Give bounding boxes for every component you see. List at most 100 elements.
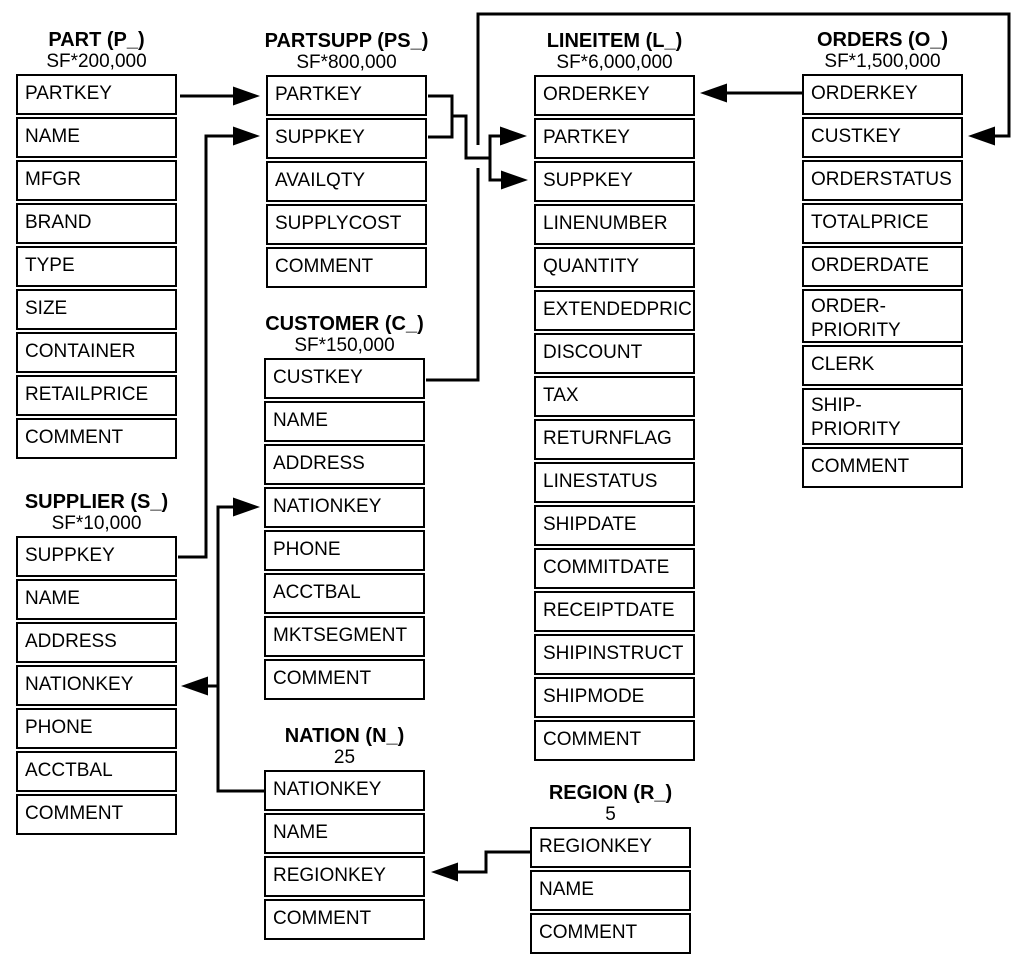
connector-orders-orderkey-to-lineitem-orderkey-arrowhead bbox=[700, 83, 727, 103]
lineitem-field-partkey: PARTKEY bbox=[534, 118, 695, 159]
orders-field-comment: COMMENT bbox=[802, 447, 963, 488]
lineitem-cardinality: SF*6,000,000 bbox=[556, 52, 673, 73]
customer-cardinality: SF*150,000 bbox=[294, 335, 395, 356]
orders-field-order-priority: ORDER- PRIORITY bbox=[802, 289, 963, 343]
supplier-field-phone: PHONE bbox=[16, 708, 177, 749]
part-field-comment: COMMENT bbox=[16, 418, 177, 459]
connector-supplier-suppkey-to-partsupp-suppkey-arrowhead bbox=[233, 126, 260, 146]
orders-title: ORDERS (O_)SF*1,500,000 bbox=[777, 29, 988, 73]
lineitem-field-shipmode: SHIPMODE bbox=[534, 677, 695, 718]
supplier-field-address: ADDRESS bbox=[16, 622, 177, 663]
customer-field-custkey: CUSTKEY bbox=[264, 358, 425, 399]
orders-field-totalprice: TOTALPRICE bbox=[802, 203, 963, 244]
nation-cardinality: 25 bbox=[333, 747, 356, 768]
part-field-name: NAME bbox=[16, 117, 177, 158]
customer-table-name: CUSTOMER (C_) bbox=[265, 313, 424, 335]
customer-field-comment: COMMENT bbox=[264, 659, 425, 700]
connector-nation-nationkey-to-customer-nationkey-arrowhead bbox=[233, 497, 260, 517]
orders-field-orderdate: ORDERDATE bbox=[802, 246, 963, 287]
connector-partsupp-to-lineitem-suppkey-arrowhead bbox=[501, 170, 528, 190]
nation-field-regionkey: REGIONKEY bbox=[264, 856, 425, 897]
lineitem-field-receiptdate: RECEIPTDATE bbox=[534, 591, 695, 632]
connector-partsupp-keys-bracket bbox=[428, 94, 454, 139]
part-table-name: PART (P_) bbox=[48, 29, 145, 51]
nation-field-nationkey: NATIONKEY bbox=[264, 770, 425, 811]
customer-field-name: NAME bbox=[264, 401, 425, 442]
lineitem-field-shipdate: SHIPDATE bbox=[534, 505, 695, 546]
connector-partsupp-to-lineitem-partkey-arrowhead bbox=[500, 126, 527, 146]
partsupp-field-availqty: AVAILQTY bbox=[266, 161, 427, 202]
supplier-field-acctbal: ACCTBAL bbox=[16, 751, 177, 792]
part-field-brand: BRAND bbox=[16, 203, 177, 244]
lineitem-field-quantity: QUANTITY bbox=[534, 247, 695, 288]
region-field-comment: COMMENT bbox=[530, 913, 691, 954]
orders-field-custkey: CUSTKEY bbox=[802, 117, 963, 158]
region-field-regionkey: REGIONKEY bbox=[530, 827, 691, 868]
orders-field-ship-priority: SHIP- PRIORITY bbox=[802, 388, 963, 445]
connector-partsupp-to-lineitem-partkey bbox=[488, 134, 501, 158]
lineitem-table-name: LINEITEM (L_) bbox=[546, 30, 683, 52]
partsupp-field-suppkey: SUPPKEY bbox=[266, 118, 427, 159]
part-cardinality: SF*200,000 bbox=[46, 51, 147, 72]
supplier-cardinality: SF*10,000 bbox=[51, 513, 142, 534]
supplier-field-suppkey: SUPPKEY bbox=[16, 536, 177, 577]
region-cardinality: 5 bbox=[605, 804, 616, 825]
customer-title: CUSTOMER (C_)SF*150,000 bbox=[239, 313, 450, 357]
partsupp-title: PARTSUPP (PS_)SF*800,000 bbox=[241, 30, 452, 74]
partsupp-table-name: PARTSUPP (PS_) bbox=[264, 30, 429, 52]
supplier-field-nationkey: NATIONKEY bbox=[16, 665, 177, 706]
connector-part-partkey-to-partsupp-partkey-arrowhead bbox=[233, 86, 260, 106]
customer-field-acctbal: ACCTBAL bbox=[264, 573, 425, 614]
part-title: PART (P_)SF*200,000 bbox=[0, 29, 202, 73]
part-field-type: TYPE bbox=[16, 246, 177, 287]
lineitem-field-discount: DISCOUNT bbox=[534, 333, 695, 374]
customer-field-phone: PHONE bbox=[264, 530, 425, 571]
lineitem-field-extendedprice: EXTENDEDPRICE bbox=[534, 290, 695, 331]
partsupp-field-partkey: PARTKEY bbox=[266, 75, 427, 116]
part-field-mfgr: MFGR bbox=[16, 160, 177, 201]
lineitem-field-comment: COMMENT bbox=[534, 720, 695, 761]
orders-cardinality: SF*1,500,000 bbox=[824, 51, 941, 72]
connector-nation-nationkey-to-supplier-nationkey-arrowhead bbox=[181, 676, 208, 696]
connector-region-regionkey-to-nation-regionkey bbox=[458, 850, 530, 874]
part-field-container: CONTAINER bbox=[16, 332, 177, 373]
partsupp-cardinality: SF*800,000 bbox=[296, 52, 397, 73]
partsupp-field-supplycost: SUPPLYCOST bbox=[266, 204, 427, 245]
lineitem-field-returnflag: RETURNFLAG bbox=[534, 419, 695, 460]
connector-partsupp-to-lineitem-suppkey bbox=[488, 158, 502, 182]
nation-field-comment: COMMENT bbox=[264, 899, 425, 940]
nation-field-name: NAME bbox=[264, 813, 425, 854]
part-field-size: SIZE bbox=[16, 289, 177, 330]
customer-field-nationkey: NATIONKEY bbox=[264, 487, 425, 528]
nation-title: NATION (N_)25 bbox=[239, 726, 450, 769]
partsupp-field-comment: COMMENT bbox=[266, 247, 427, 288]
orders-field-orderkey: ORDERKEY bbox=[802, 74, 963, 115]
lineitem-field-commitdate: COMMITDATE bbox=[534, 548, 695, 589]
region-table-name: REGION (R_) bbox=[548, 782, 673, 804]
supplier-table-name: SUPPLIER (S_) bbox=[24, 491, 169, 513]
supplier-field-name: NAME bbox=[16, 579, 177, 620]
supplier-title: SUPPLIER (S_)SF*10,000 bbox=[0, 491, 202, 535]
region-field-name: NAME bbox=[530, 870, 691, 911]
region-title: REGION (R_)5 bbox=[505, 782, 716, 826]
lineitem-field-linestatus: LINESTATUS bbox=[534, 462, 695, 503]
lineitem-field-tax: TAX bbox=[534, 376, 695, 417]
lineitem-field-suppkey: SUPPKEY bbox=[534, 161, 695, 202]
connector-customer-custkey-to-orders-custkey-arrowhead bbox=[968, 126, 995, 146]
connector-region-regionkey-to-nation-regionkey-arrowhead bbox=[431, 862, 458, 882]
orders-field-orderstatus: ORDERSTATUS bbox=[802, 160, 963, 201]
orders-table-name: ORDERS (O_) bbox=[816, 29, 949, 51]
customer-field-mktsegment: MKTSEGMENT bbox=[264, 616, 425, 657]
orders-field-clerk: CLERK bbox=[802, 345, 963, 386]
part-field-partkey: PARTKEY bbox=[16, 74, 177, 115]
lineitem-title: LINEITEM (L_)SF*6,000,000 bbox=[509, 30, 720, 74]
connector-partsupp-keys-feed bbox=[452, 114, 490, 160]
supplier-field-comment: COMMENT bbox=[16, 794, 177, 835]
